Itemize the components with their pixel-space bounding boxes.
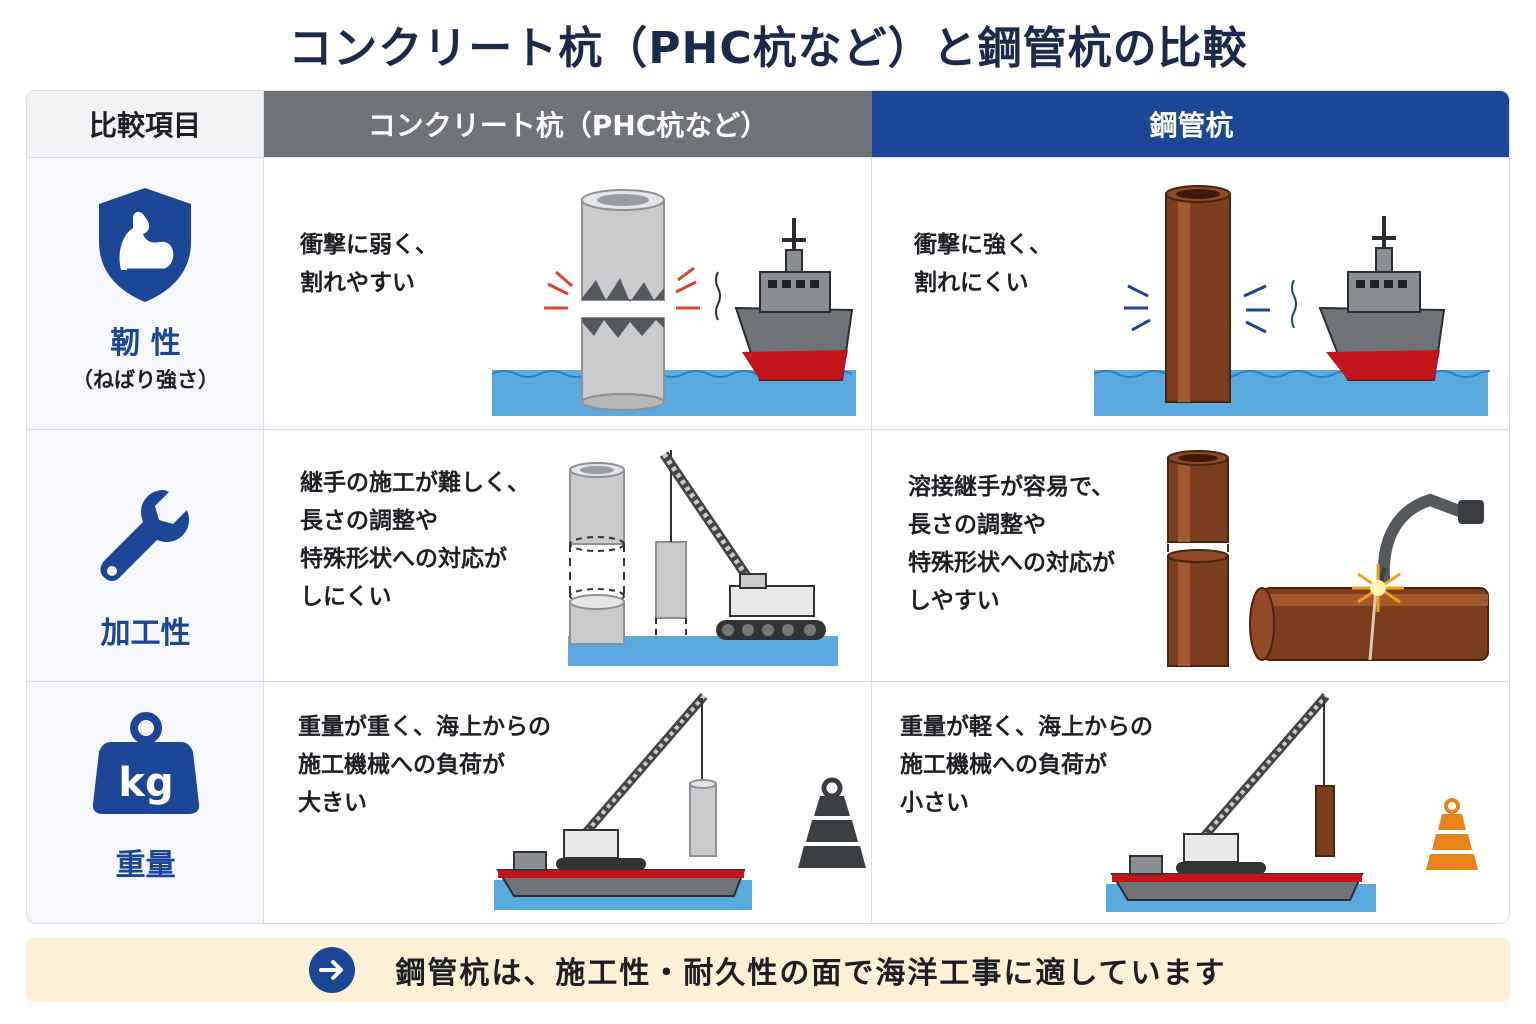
kg-icon-text: kg <box>118 760 173 806</box>
barge-crane-light-steel-pile-illustration <box>1106 693 1478 912</box>
row-toughness: 靭 性 （ねばり強さ） 衝撃に弱く、割れやすい <box>27 157 1509 429</box>
row-weight: kg 重量 重量が重く、海上からの施工機械への負荷が大きい <box>27 681 1509 923</box>
label-workability: 加工性 <box>100 616 191 651</box>
sublabel-toughness: （ねばり強さ） <box>72 368 219 392</box>
strong-arm-shield-icon <box>99 188 191 302</box>
cracked-concrete-pile-and-ship-illustration <box>491 189 856 416</box>
barge-crane-heavy-concrete-pile-illustration <box>494 693 866 910</box>
concrete-cell-weight: 重量が重く、海上からの施工機械への負荷が大きい <box>264 682 872 923</box>
arrow-right-icon <box>309 947 356 993</box>
concrete-desc-toughness: 衝撃に弱く、割れやすい <box>300 232 438 296</box>
page-title: コンクリート杭（PHC杭など）と鋼管杭の比較 <box>288 23 1248 74</box>
steel-pipe-pile-and-ship-illustration <box>1094 185 1490 416</box>
kg-weight-icon: kg <box>92 712 200 814</box>
concrete-desc-workability: 継手の施工が難しく、長さの調整や特殊形状への対応がしにくい <box>300 470 530 610</box>
comparison-table: 比較項目 コンクリート杭（PHC杭など） 鋼管杭 靭 性 （ねばり強さ） 衝撃に… <box>26 90 1510 924</box>
label-cell-weight: kg 重量 <box>27 682 264 923</box>
steel-cell-weight: 重量が軽く、海上からの施工機械への負荷が小さい <box>872 682 1509 923</box>
label-weight: 重量 <box>115 848 176 883</box>
header-steel: 鋼管杭 <box>872 91 1509 157</box>
concrete-cell-toughness: 衝撃に弱く、割れやすい <box>264 158 872 429</box>
header-item: 比較項目 <box>27 91 264 157</box>
concrete-pile-joint-and-crane-illustration <box>568 450 838 666</box>
row-workability: 加工性 継手の施工が難しく、長さの調整や特殊形状への対応がしにくい <box>27 429 1509 681</box>
steel-pipe-welding-illustration <box>1167 450 1489 667</box>
label-cell-workability: 加工性 <box>27 430 264 681</box>
header-concrete: コンクリート杭（PHC杭など） <box>264 91 872 157</box>
steel-desc-weight: 重量が軽く、海上からの施工機械への負荷が小さい <box>900 714 1153 816</box>
summary-text: 鋼管杭は、施工性・耐久性の面で海洋工事に適しています <box>395 956 1227 991</box>
steel-desc-toughness: 衝撃に強く、割れにくい <box>914 232 1052 296</box>
steel-cell-toughness: 衝撃に強く、割れにくい <box>872 158 1509 429</box>
label-cell-toughness: 靭 性 （ねばり強さ） <box>27 158 264 429</box>
summary-banner: 鋼管杭は、施工性・耐久性の面で海洋工事に適しています <box>26 938 1510 1002</box>
label-toughness: 靭 性 <box>110 326 181 361</box>
steel-cell-workability: 溶接継手が容易で、長さの調整や特殊形状への対応がしやすい <box>872 430 1509 681</box>
steel-desc-workability: 溶接継手が容易で、長さの調整や特殊形状への対応がしやすい <box>908 474 1115 614</box>
concrete-desc-weight: 重量が重く、海上からの施工機械への負荷が大きい <box>298 714 551 816</box>
concrete-cell-workability: 継手の施工が難しく、長さの調整や特殊形状への対応がしにくい <box>264 430 872 681</box>
wrench-icon <box>100 490 189 581</box>
